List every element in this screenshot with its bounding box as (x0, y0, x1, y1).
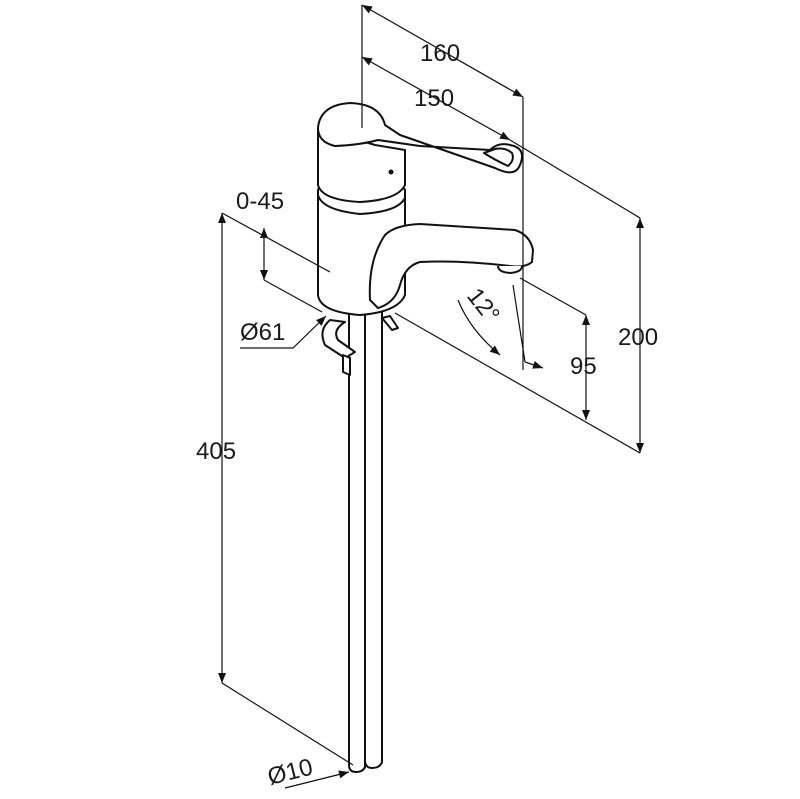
dim-label-200: 200 (618, 324, 658, 351)
dim-label-d10: Ø10 (265, 754, 316, 791)
dim-label-95: 95 (570, 353, 597, 380)
fixing-clamp (321, 315, 399, 376)
supply-pipes (348, 310, 383, 773)
dimension-lines (218, 4, 644, 789)
dim-label-405: 405 (196, 438, 236, 465)
dim-label-0-45: 0-45 (236, 188, 284, 215)
dim-label-d61: Ø61 (240, 319, 285, 346)
dim-label-150: 150 (414, 85, 454, 112)
dim-label-160: 160 (420, 40, 460, 67)
dim-label-angle: 12° (461, 283, 505, 328)
